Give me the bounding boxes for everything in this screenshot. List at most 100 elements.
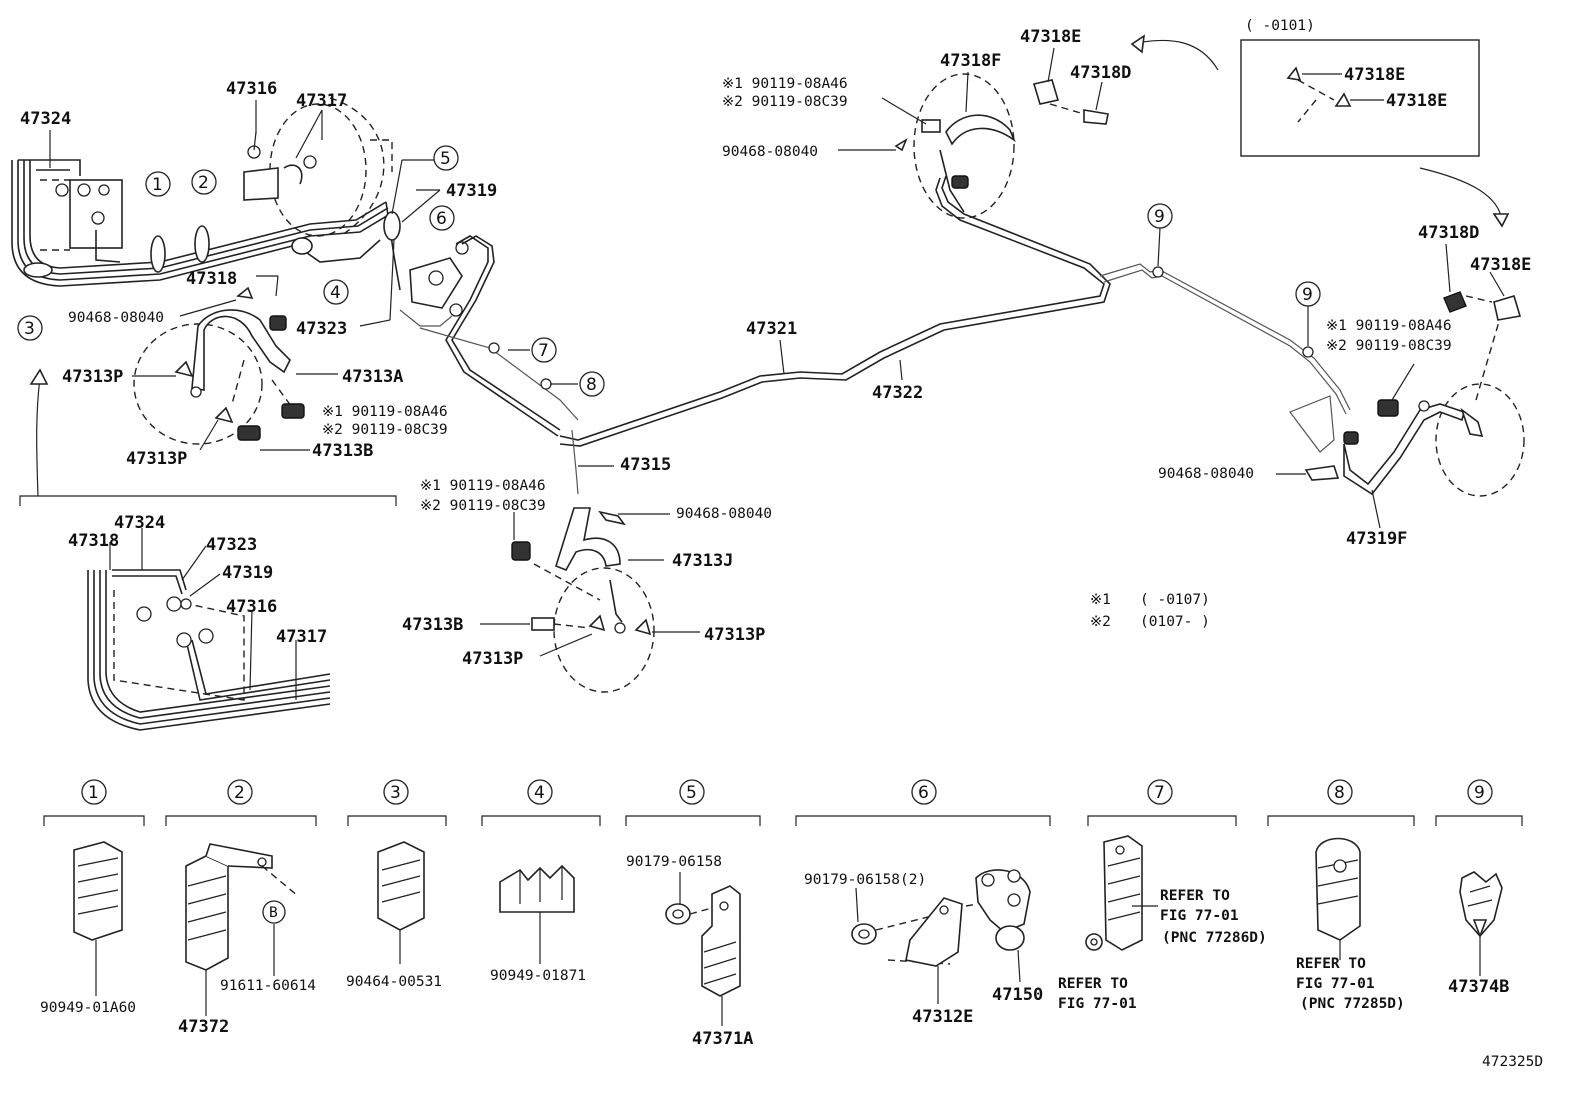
group-3-part: 90464-00531 [346,974,442,990]
group-num-4: 4 [534,783,545,803]
clamp-part-9 [1459,871,1503,976]
label-47318D: 47318D [1070,63,1131,83]
label-90119-08C39: ※2 90119-08C39 [1326,338,1452,354]
label-90468-08040: 90468-08040 [722,144,818,160]
label-47319F: 47319F [1346,529,1407,549]
inset-label-47324: 47324 [114,513,165,533]
label-47317: 47317 [296,91,347,111]
note-mark-1: ※1 [1090,592,1111,608]
group-7-ref-b-fig: FIG 77-01 [1058,996,1137,1012]
inset-label-47316: 47316 [226,597,277,617]
label-47313A: 47313A [342,367,403,387]
label-47323: 47323 [296,319,347,339]
inset-label-47318: 47318 [68,531,119,551]
callout-5: 5 [440,149,451,169]
clamp-point-9b [1302,346,1314,358]
part-label-47318E: 47318E [1344,65,1405,85]
group-num-7: 7 [1154,783,1165,803]
callout-4: 4 [330,283,341,303]
group-8-ref-fig: FIG 77-01 [1296,976,1375,992]
hose-47319F [1304,291,1525,497]
long-pipes [559,175,1351,495]
clamp-point-8 [540,378,552,390]
inset-label-47323: 47323 [206,535,257,555]
callout-9b: 9 [1302,285,1313,305]
label-47324: 47324 [20,109,71,129]
label-47313J: 47313J [672,551,733,571]
label-90119-08A46: ※1 90119-08A46 [1326,318,1452,334]
group-5-part-b: 47371A [692,1029,753,1049]
group-num-1: 1 [88,783,99,803]
group-4-part: 90949-01871 [490,968,586,984]
label-47313P: 47313P [704,625,765,645]
callout-2: 2 [198,173,209,193]
callout-3: 3 [24,319,35,339]
clamp-part-2 [185,843,299,1016]
note-mark-2: ※2 [1090,614,1111,630]
label-90468-08040: 90468-08040 [676,506,772,522]
clamp-point-9 [1152,266,1164,278]
label-47318E: 47318E [1470,255,1531,275]
label-47318F: 47318F [940,51,1001,71]
clamp-part-4 [499,864,575,964]
label-47321: 47321 [746,319,797,339]
label-90468-08040: 90468-08040 [68,310,164,326]
callout-6: 6 [436,209,447,229]
note-text-1: ( -0107) [1140,592,1210,608]
hose-47313J [511,507,655,693]
label-47318: 47318 [186,269,237,289]
label-90119-08C39: ※2 90119-08C39 [420,498,546,514]
label-90119-08C39: ※2 90119-08C39 [722,94,848,110]
flow-arrows [29,34,1510,497]
part-labels: 47324 47316 47317 47318 4 7 3 1 9 47323 9046… [20,27,1543,1070]
inset-box-top-right: ( -0101) 47318E 47318E [1240,18,1480,157]
group-6-part: 90179-06158(2) [804,872,926,888]
clamp-4 [291,237,313,255]
part-label-47318E: 47318E [1386,91,1447,111]
label-90119-08A46: ※1 90119-08A46 [420,478,546,494]
label-47318E: 47318E [1020,27,1081,47]
label-47315: 47315 [620,455,671,475]
label-90119-08A46: ※1 90119-08A46 [322,404,448,420]
clamp-point-7 [488,342,500,354]
clamp-1 [150,235,166,273]
label-47313P: 47313P [126,449,187,469]
clamp-part-5 [665,872,741,1026]
group-num-3: 3 [390,783,401,803]
clamp-5 [383,211,401,241]
clamp-2 [194,225,210,263]
proportioning-valve [399,235,579,437]
label-90119-08A46: ※1 90119-08A46 [722,76,848,92]
group-7-ref-b: REFER TO [1058,976,1128,992]
master-cylinder-assembly [40,97,393,251]
group-7-ref-fig: FIG 77-01 [1160,908,1239,924]
group-6-part-c: 47150 [992,985,1043,1005]
clamp-3 [23,262,53,278]
callout-7: 7 [538,341,549,361]
inset-left [19,495,397,731]
hose-47318F [894,73,1109,219]
clamp-part-7 [1085,835,1158,951]
group-7-ref: REFER TO [1160,888,1230,904]
label-47313P: 47313P [462,649,523,669]
group-num-6: 6 [918,783,929,803]
group-2-part: 47372 [178,1017,229,1037]
inset-label-47317: 47317 [276,627,327,647]
clamp-group-labels: 1 2 3 4 5 6 7 8 9 90949-01A60 47372 9161… [40,779,1509,1049]
clamp-part-6 [851,869,1031,1004]
group-7-ref-pnc: (PNC 77286D) [1162,930,1267,946]
label-47313P: 47313P [62,367,123,387]
group-num-9: 9 [1474,783,1485,803]
note-text-2: (0107- ) [1140,614,1210,630]
label-47316: 47316 [226,79,277,99]
clip-shape [1334,92,1352,107]
group-num-5: 5 [686,783,697,803]
group-6-part-b: 47312E [912,1007,973,1027]
callout-8: 8 [586,375,597,395]
label-47313B: 47313B [402,615,463,635]
clip-shape [1286,66,1302,82]
group-num-2: 2 [234,783,245,803]
label-47318D: 47318D [1418,223,1479,243]
